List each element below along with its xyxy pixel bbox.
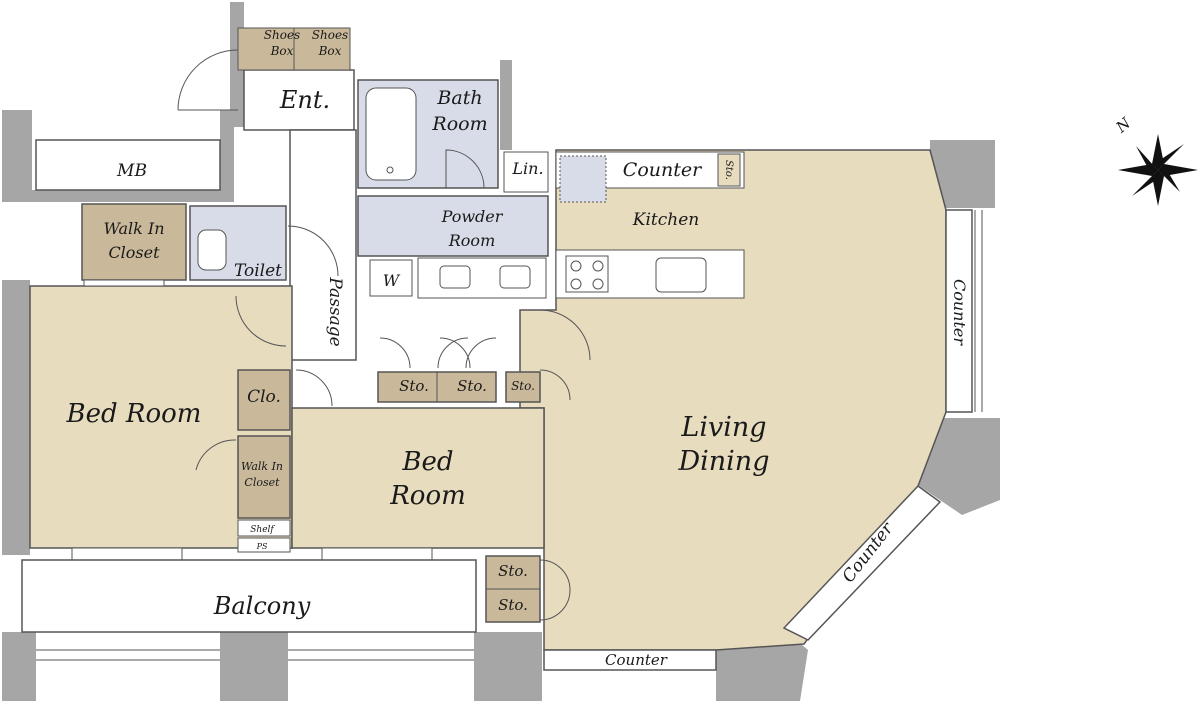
sto-3-label: Sto. [511,379,535,393]
upper-left-rooms [81,203,339,281]
balcony-area [21,559,477,661]
washer-label: W [383,271,401,290]
counter-bottom-label: Counter [605,651,668,669]
bed-room-2-floor [291,407,545,549]
bed-room-1-label: Bed Room [66,399,202,429]
bed-room-closets [237,369,541,623]
right-counter-strip [945,209,973,413]
bath-room-label-line1: Bath [436,87,482,109]
kitchen-counter-label: Counter [623,159,703,181]
door-swings [195,295,591,621]
walk-in-closet-2-label-line2: Closet [244,476,280,489]
structural-walls [2,2,1000,701]
powder-room-label-line1: Powder [441,207,504,226]
lin-label: Lin. [511,159,543,178]
bed-room-2-label-line2: Room [389,481,466,511]
kitchen-fixtures [555,151,745,299]
bed-room-2-label-line1: Bed [401,447,453,477]
sto-4-label: Sto. [498,562,528,580]
shoes-box-1-label-line1: Shoes [264,28,300,42]
shoes-box-2-label-line1: Shoes [312,28,348,42]
walk-in-closet-2-label-line1: Walk In [241,460,283,473]
walk-in-closet-1-label-line1: Walk In [103,219,164,238]
wet-areas [357,79,549,299]
bottom-counter-strip [543,649,717,671]
living-dining-label-line2: Dining [678,446,770,477]
living-dining-floor [519,149,947,651]
clo-label: Clo. [247,387,281,407]
bath-room-label-line2: Room [431,113,487,135]
mb-label: MB [116,161,147,181]
passage-label: Passage [325,276,345,346]
kitchen-label: Kitchen [632,210,699,230]
powder-room-label-line2: Room [448,231,495,250]
ent-label: Ent. [279,86,330,114]
kitchen-sto-label: Sto. [723,160,734,180]
shoes-box-2-label-line2: Box [318,44,342,58]
entrance-area [177,27,351,111]
windows [71,279,433,561]
north-compass-icon: N [1112,114,1198,206]
sto-2-label: Sto. [457,377,487,395]
counter-right-label: Counter [950,279,969,346]
balcony-label: Balcony [213,592,311,620]
diagonal-counter-strip [782,485,942,641]
white-floor-areas [35,69,357,361]
sto-5-label: Sto. [498,596,528,614]
shelf-label: Shelf [250,525,275,535]
compass-north-label: N [1112,114,1135,137]
walk-in-closet-1-label-line2: Closet [108,243,160,262]
living-dining-label-line1: Living [680,412,766,443]
shoes-box-1-label-line2: Box [270,44,294,58]
ps-label: PS [256,542,268,551]
toilet-label: Toilet [234,261,282,281]
sto-1-label: Sto. [399,377,429,395]
